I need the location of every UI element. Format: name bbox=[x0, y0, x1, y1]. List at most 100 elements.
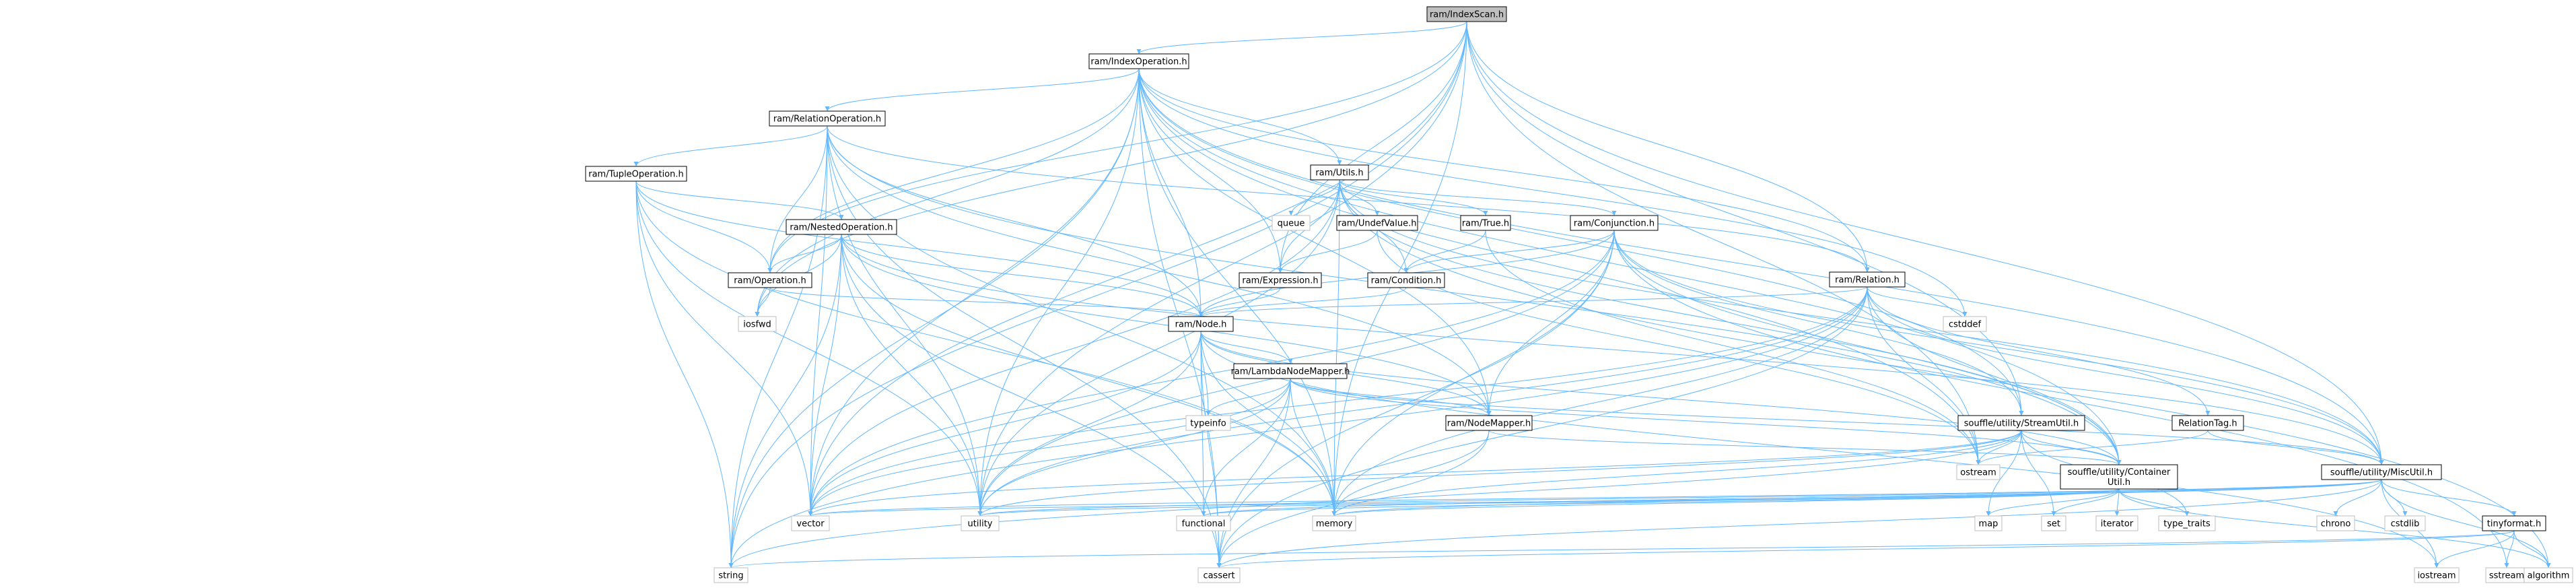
node-ram-node-h[interactable]: ram/Node.h bbox=[1168, 316, 1234, 332]
node-ram-true-h[interactable]: ram/True.h bbox=[1460, 215, 1511, 231]
edge-relation-to-memory bbox=[1331, 286, 1868, 517]
node-ram-indexscan-h: ram/IndexScan.h bbox=[1426, 6, 1507, 22]
node-label: ram/RelationOperation.h bbox=[773, 115, 881, 125]
node-type-traits: type_traits bbox=[2158, 515, 2216, 531]
node-label: string bbox=[718, 571, 743, 581]
edge-node-to-iostream bbox=[1200, 331, 2439, 568]
node-relationtag-h[interactable]: RelationTag.h bbox=[2171, 415, 2244, 431]
edge-relation-to-node bbox=[1198, 286, 1868, 317]
node-typeinfo: typeinfo bbox=[1185, 415, 1231, 431]
edge-streamutil-to-memory bbox=[1331, 430, 2022, 517]
node-chrono: chrono bbox=[2316, 515, 2355, 531]
node-label: ram/IndexScan.h bbox=[1430, 10, 1504, 20]
node-box bbox=[2171, 415, 2244, 431]
edge-node-to-lambda bbox=[1200, 331, 1293, 364]
edge-misc-to-memory bbox=[1331, 479, 2382, 517]
node-ram-tupleoperation-h[interactable]: ram/TupleOperation.h bbox=[585, 166, 687, 182]
edge-conj-to-condition bbox=[1403, 230, 1615, 273]
edge-nodemapper-to-cassert bbox=[1216, 430, 1490, 568]
node-ram-expression-h[interactable]: ram/Expression.h bbox=[1239, 272, 1322, 288]
node-label: memory bbox=[1316, 519, 1353, 529]
node-box bbox=[1185, 415, 1231, 431]
edge-tupleop-to-node bbox=[635, 181, 1204, 317]
node-label: ostream bbox=[1960, 468, 1996, 478]
node-ram-nestedoperation-h[interactable]: ram/NestedOperation.h bbox=[786, 219, 897, 235]
edge-container-to-type_traits bbox=[2118, 488, 2190, 517]
node-label: ram/Conjunction.h bbox=[1574, 219, 1655, 229]
edge-reltag-to-misc bbox=[2207, 430, 2384, 465]
edge-indexscan-to-ostream bbox=[1466, 21, 1981, 465]
node-tinyformat-h[interactable]: tinyformat.h bbox=[2482, 515, 2546, 531]
edge-indexop-to-relation bbox=[1138, 68, 1870, 273]
node-souffle-utility-miscutil-h[interactable]: souffle/utility/MiscUtil.h bbox=[2321, 464, 2442, 480]
node-box bbox=[2482, 515, 2546, 531]
node-label: iterator bbox=[2101, 519, 2134, 529]
node-label: cassert bbox=[1203, 571, 1234, 581]
edge-undef-to-expression bbox=[1278, 230, 1378, 273]
edge-misc-to-algorithm bbox=[2381, 479, 2551, 568]
node-box bbox=[1974, 515, 2003, 531]
node-ram-operation-h[interactable]: ram/Operation.h bbox=[728, 272, 812, 288]
node-box bbox=[1957, 415, 2085, 431]
node-label: ram/Node.h bbox=[1175, 320, 1227, 330]
node-ram-undefvalue-h[interactable]: ram/UndefValue.h bbox=[1336, 215, 1418, 231]
node-box bbox=[1943, 316, 1987, 332]
graph-nodes: ram/IndexScan.h ram/IndexOperation.h ram/R… bbox=[585, 6, 2573, 583]
node-label: map bbox=[1979, 519, 1998, 529]
node-box bbox=[1088, 53, 1189, 69]
node-box bbox=[2095, 515, 2138, 531]
edge-relation-to-reltag bbox=[1867, 286, 2211, 416]
edge-tupleop-to-vector bbox=[635, 181, 813, 517]
edge-tinyformat-to-cassert bbox=[1216, 530, 2515, 568]
edge-lambda-to-vector bbox=[808, 378, 1291, 517]
edge-lambda-to-typeinfo bbox=[1206, 378, 1291, 416]
node-set: set bbox=[2041, 515, 2066, 531]
edge-misc-to-vector bbox=[808, 479, 2382, 517]
node-ram-conjunction-h[interactable]: ram/Conjunction.h bbox=[1570, 215, 1659, 231]
edge-relop-to-string bbox=[728, 125, 828, 568]
node-label: ram/Utils.h bbox=[1315, 168, 1363, 178]
node-label: queue bbox=[1278, 219, 1305, 229]
node-souffle-utility-streamutil-h[interactable]: souffle/utility/StreamUtil.h bbox=[1957, 415, 2085, 431]
node-box bbox=[1570, 215, 1659, 231]
node-ram-relationoperation-h[interactable]: ram/RelationOperation.h bbox=[769, 110, 886, 127]
node-ram-nodemapper-h[interactable]: ram/NodeMapper.h bbox=[1445, 415, 1533, 431]
node-label: functional bbox=[1182, 519, 1226, 529]
edge-node-to-utility bbox=[977, 331, 1202, 517]
node-label: iostream bbox=[2417, 571, 2456, 581]
node-ram-lambdanodemapper-h[interactable]: ram/LambdaNodeMapper.h bbox=[1231, 363, 1350, 379]
edge-utils-to-vector bbox=[808, 179, 1340, 517]
node-label: ram/Operation.h bbox=[734, 276, 806, 286]
node-label: set bbox=[2047, 519, 2060, 529]
edge-utils-to-queue bbox=[1288, 179, 1340, 216]
edge-lambda-to-memory bbox=[1290, 378, 1337, 517]
edge-relation-to-vector bbox=[808, 286, 1868, 517]
edge-misc-to-tinyformat bbox=[2381, 479, 2517, 517]
edge-indexop-to-expression bbox=[1138, 68, 1283, 273]
node-label: cstdlib bbox=[2391, 519, 2420, 529]
edge-indexop-to-iosfwd bbox=[755, 68, 1140, 317]
edge-tinyformat-to-algorithm bbox=[2513, 530, 2551, 568]
edge-misc-to-utility bbox=[978, 479, 2382, 517]
node-cstdlib: cstdlib bbox=[2384, 515, 2426, 531]
node-iterator: iterator bbox=[2095, 515, 2138, 531]
node-ram-condition-h[interactable]: ram/Condition.h bbox=[1367, 272, 1445, 288]
edge-indexop-to-misc bbox=[1138, 68, 2384, 465]
node-map: map bbox=[1974, 515, 2003, 531]
edge-container-to-memory bbox=[1331, 488, 2120, 517]
edge-tinyformat-to-string bbox=[729, 530, 2515, 568]
node-label: typeinfo bbox=[1190, 419, 1226, 429]
node-ram-relation-h[interactable]: ram/Relation.h bbox=[1829, 271, 1906, 288]
edge-relop-to-cassert bbox=[827, 125, 1222, 568]
node-ram-utils-h[interactable]: ram/Utils.h bbox=[1310, 164, 1369, 181]
node-memory: memory bbox=[1312, 515, 1356, 531]
node-label: algorithm bbox=[2528, 571, 2570, 581]
edge-indexscan-to-string bbox=[728, 21, 1467, 568]
edge-indexscan-to-memory bbox=[1331, 21, 1467, 517]
node-ram-indexoperation-h[interactable]: ram/IndexOperation.h bbox=[1088, 53, 1189, 69]
edge-indexscan-to-expression bbox=[1278, 21, 1467, 273]
edge-conj-to-sstream bbox=[1613, 230, 2509, 568]
node-label: chrono bbox=[2321, 519, 2351, 529]
edge-relop-to-nodemapper bbox=[827, 125, 1492, 416]
